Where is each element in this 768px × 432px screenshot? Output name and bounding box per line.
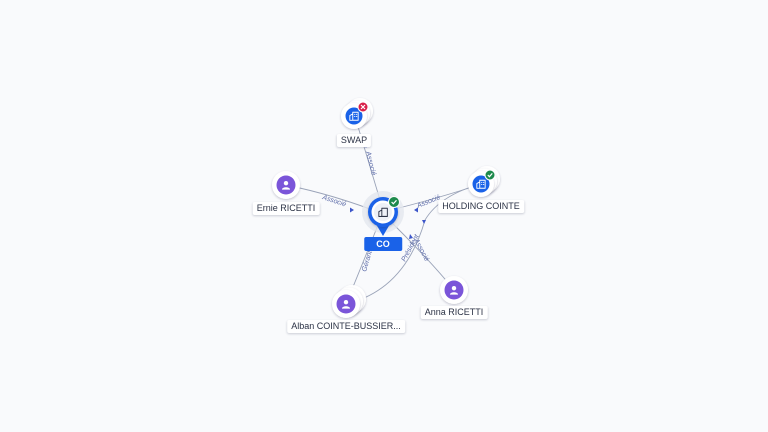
- node-label-alban-cointe-bussier[interactable]: Alban COINTE-BUSSIER...: [287, 320, 405, 333]
- node-swap[interactable]: [341, 98, 373, 129]
- node-alban-cointe-bussier[interactable]: [332, 285, 366, 318]
- status-inactive-icon: [357, 101, 369, 113]
- arrow-anna: [409, 234, 413, 239]
- arrow-ernie: [350, 207, 354, 213]
- node-anna-ricetti[interactable]: [440, 276, 468, 304]
- node-label-anna-ricetti[interactable]: Anna RICETTI: [420, 306, 488, 319]
- edge-label-swap: Associé: [364, 150, 377, 177]
- node-label-holding-cointe[interactable]: HOLDING COINTE: [438, 200, 524, 213]
- node-label-swap[interactable]: SWAP: [336, 134, 372, 147]
- node-ernie-ricetti[interactable]: [272, 171, 300, 199]
- edge-label-ernie: Associé: [320, 194, 347, 209]
- pin-pointer: [376, 224, 390, 236]
- status-active-icon: [388, 196, 400, 208]
- status-active-icon: [484, 169, 496, 181]
- arrow-holding: [414, 207, 418, 213]
- center-label-co[interactable]: CO: [364, 237, 402, 251]
- edge-label-alban-gerant: Gérant: [361, 249, 374, 273]
- arrow-alban: [422, 220, 426, 224]
- node-label-ernie-ricetti[interactable]: Ernie RICETTI: [252, 202, 320, 215]
- node-holding-cointe[interactable]: [468, 166, 500, 197]
- edge-alban-center-2: [345, 183, 482, 305]
- building-icon: [378, 207, 388, 217]
- node-center-co[interactable]: [362, 191, 404, 236]
